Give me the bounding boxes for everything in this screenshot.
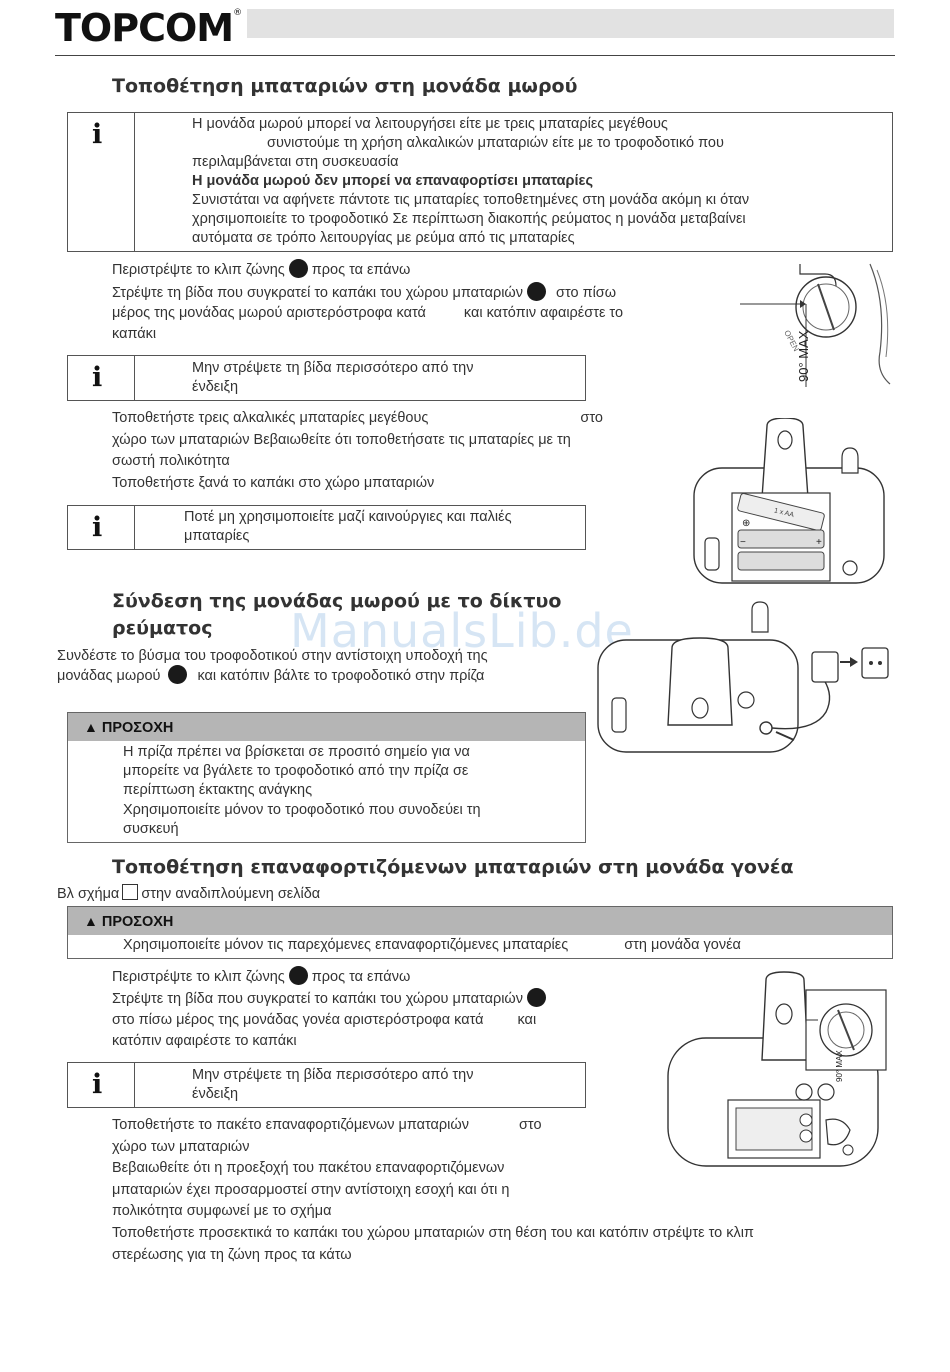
figure-ref-box bbox=[122, 884, 139, 900]
battery-label: 1 x AA bbox=[773, 507, 795, 519]
info-box-power-options: i Η μονάδα μωρού μπορεί να λειτουργήσει … bbox=[67, 112, 893, 252]
svg-text:⊕: ⊕ bbox=[742, 518, 750, 529]
header-divider bbox=[55, 55, 895, 56]
figure-ref-dot bbox=[527, 282, 546, 301]
max-angle-label-parent: 90° MAX bbox=[835, 1050, 844, 1082]
brand-logo: TOPCOM® bbox=[55, 6, 242, 50]
info-icon: i bbox=[92, 1069, 103, 1100]
svg-text:+: + bbox=[816, 537, 822, 548]
parent-unit-battery-figure: 90° MAX bbox=[667, 971, 887, 1167]
figure-ref-dot bbox=[288, 259, 308, 278]
warning-icon: ▲ bbox=[84, 913, 98, 929]
header-bar bbox=[247, 9, 894, 38]
info-icon: i bbox=[92, 512, 103, 543]
baby-unit-battery-figure: 1 x AA ⊕ − + bbox=[693, 418, 885, 584]
section-title-baby-unit-batteries: Τοποθέτηση μπαταριών στη μονάδα μωρού bbox=[112, 75, 578, 97]
figure-ref-dot bbox=[168, 665, 188, 684]
adapter-connection-figure bbox=[597, 601, 889, 753]
watermark: ManualsLib.de bbox=[290, 604, 634, 658]
section-title-parent-unit-batteries: Τοποθέτηση επαναφορτιζόμενων μπαταριών σ… bbox=[112, 856, 794, 878]
info-box-screw-limit-parent: i Μην στρέψετε τη βίδα περισσότερο από τ… bbox=[67, 1062, 586, 1108]
step-turn-screw: Στρέψτε τη βίδα που συγκρατεί το καπάκι … bbox=[112, 282, 616, 304]
warning-box-socket: ▲ΠΡΟΣΟΧΗ Η πρίζα πρέπει να βρίσκεται σε … bbox=[67, 712, 586, 843]
section-title-mains-line1: Σύνδεση της μονάδας μωρού με το δίκτυο bbox=[112, 590, 562, 612]
info-box-screw-limit: i Μην στρέψετε τη βίδα περισσότερο από τ… bbox=[67, 355, 586, 401]
warning-box-rechargeable: ▲ΠΡΟΣΟΧΗ Χρησιμοποιείτε μόνον τις παρεχό… bbox=[67, 906, 893, 959]
section-title-mains-line2: ρεύματος bbox=[112, 617, 213, 639]
figure-ref-dot bbox=[288, 966, 308, 985]
svg-text:−: − bbox=[740, 537, 746, 548]
info-icon: i bbox=[92, 362, 103, 393]
screw-detail-figure: OPEN 90° MAX bbox=[740, 263, 891, 387]
figure-ref-dot bbox=[527, 988, 546, 1007]
info-box-mix-batteries: i Ποτέ μη χρησιμοποιείτε μαζί καινούργιε… bbox=[67, 505, 586, 550]
max-angle-label: 90° MAX bbox=[796, 330, 811, 382]
info-icon: i bbox=[92, 119, 103, 150]
warning-icon: ▲ bbox=[84, 719, 98, 735]
